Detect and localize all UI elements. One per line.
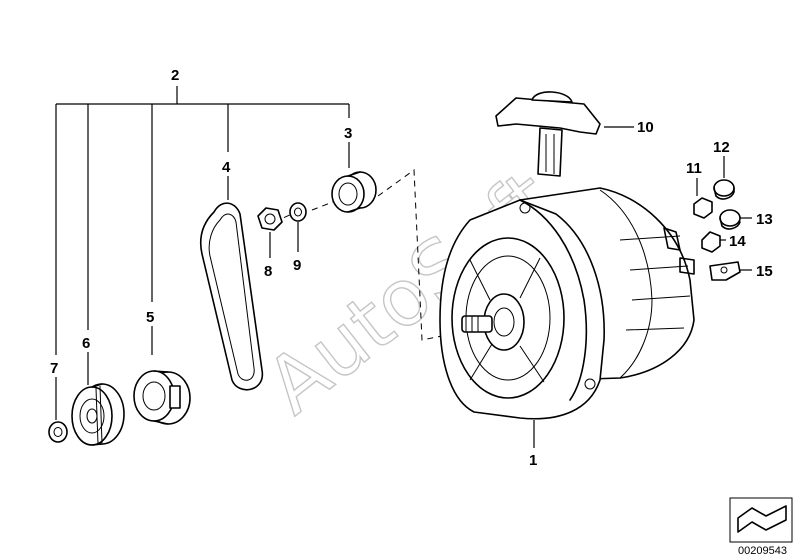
part-terminal-nut-11 xyxy=(693,197,713,219)
leader-lines xyxy=(55,126,752,448)
callout-8: 8 xyxy=(264,263,272,280)
part-v-pulley xyxy=(71,383,125,446)
part-alternator xyxy=(439,187,695,420)
group-bracket-2 xyxy=(55,86,350,355)
callout-12: 12 xyxy=(713,139,730,156)
callout-15: 15 xyxy=(756,263,773,280)
part-small-washer xyxy=(48,421,68,443)
part-washer xyxy=(289,202,307,222)
callout-5: 5 xyxy=(146,309,154,326)
callout-11: 11 xyxy=(686,160,702,177)
callout-1: 1 xyxy=(529,452,537,469)
callout-13: 13 xyxy=(756,211,773,228)
folded-page-icon xyxy=(729,497,793,543)
part-terminal-cap-13 xyxy=(719,209,741,230)
part-terminal-cap-12 xyxy=(713,179,735,200)
callout-labels: 1 2 3 4 5 6 7 8 9 10 11 12 13 14 15 xyxy=(50,67,773,469)
callout-14: 14 xyxy=(729,233,746,250)
callout-2: 2 xyxy=(171,67,179,84)
part-terminal-nut-14 xyxy=(701,231,721,253)
callout-7: 7 xyxy=(50,360,58,377)
part-v-belt xyxy=(199,202,264,391)
callout-3: 3 xyxy=(344,125,352,142)
reference-number: 00209543 xyxy=(738,545,787,557)
part-voltage-regulator xyxy=(495,91,601,177)
part-terminal-clip-15 xyxy=(709,261,741,281)
part-nut xyxy=(257,207,283,231)
part-pulley-hub xyxy=(133,370,191,425)
callout-6: 6 xyxy=(82,335,90,352)
callout-4: 4 xyxy=(222,159,231,176)
callout-9: 9 xyxy=(293,257,301,274)
callout-10: 10 xyxy=(637,119,654,136)
part-spacer-sleeve xyxy=(331,171,377,213)
